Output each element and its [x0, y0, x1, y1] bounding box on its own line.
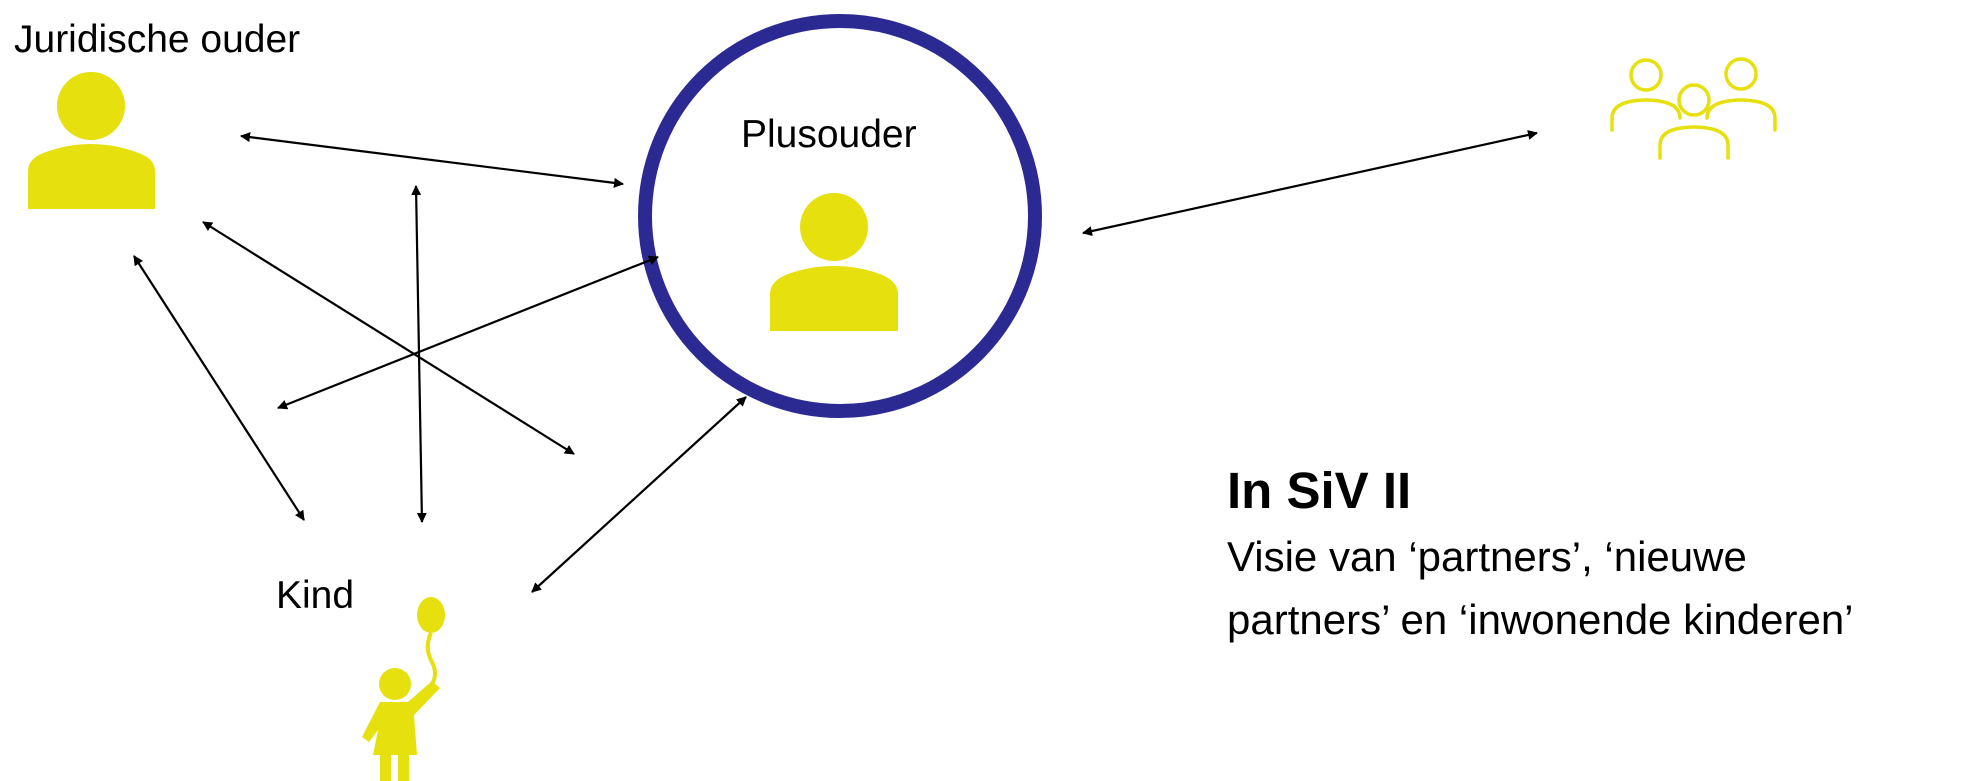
arrows [133, 130, 1538, 593]
siv-text-block: In SiV II Visie van ‘partners’, ‘nieuwe … [1227, 462, 1967, 651]
siv-description-line-2: partners’ en ‘inwonende kinderen’ [1227, 595, 1854, 643]
juridische-ouder-label: Juridische ouder [14, 18, 300, 61]
siv-heading: In SiV II [1227, 462, 1412, 519]
arrow-diagonal-up [277, 255, 659, 410]
arrow-plusouder-group [1082, 130, 1538, 236]
siv-description: Visie van ‘partners’, ‘nieuwe partners’ … [1227, 525, 1967, 651]
arrow-kind-plusouder [531, 396, 747, 593]
kind-label: Kind [276, 574, 354, 617]
siv-description-line-1: Visie van ‘partners’, ‘nieuwe [1227, 532, 1747, 580]
plusouder-label: Plusouder [741, 113, 917, 156]
person-icon [28, 72, 155, 209]
plusouder-circle [638, 14, 1042, 418]
child-with-balloon-icon [362, 597, 445, 781]
arrow-juridisch-plusouder [240, 132, 624, 188]
person-icon [770, 193, 898, 331]
arrow-diagonal-down [202, 221, 575, 455]
arrow-juridisch-kind [133, 255, 305, 521]
arrow-vertical [411, 185, 427, 523]
group-of-people-icon [1610, 57, 1777, 160]
